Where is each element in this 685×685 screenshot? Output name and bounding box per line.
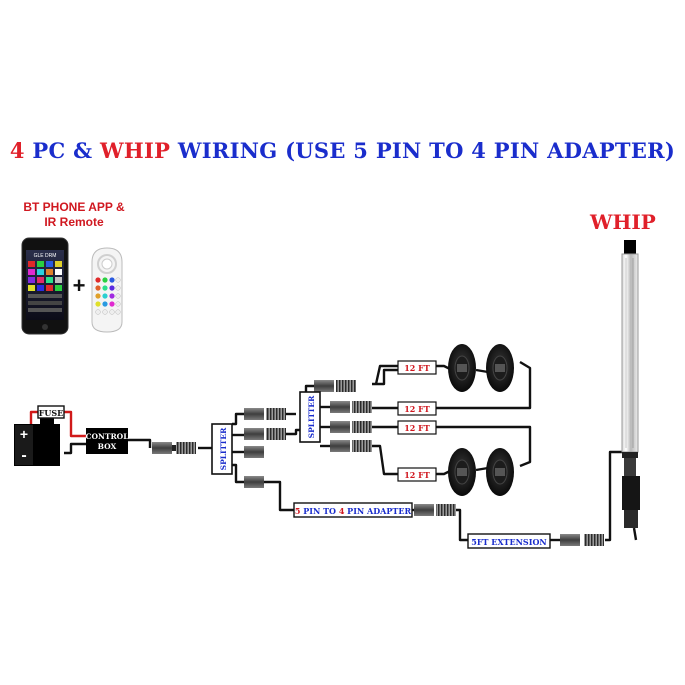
fuse: FUSE xyxy=(37,405,65,419)
rock-light-pod-icon xyxy=(448,344,476,392)
connector xyxy=(330,421,372,433)
fuse-label: FUSE xyxy=(39,408,64,418)
wires xyxy=(29,360,638,542)
control-box: CONTROL BOX xyxy=(86,428,130,454)
plus-sign: + xyxy=(73,273,86,298)
splitter-2-label: SPLITTER xyxy=(307,395,316,438)
controls-label-line2: IR Remote xyxy=(44,215,104,229)
connector xyxy=(244,428,286,440)
title-part-2: PC & xyxy=(32,138,100,163)
rock-light-pod-icon xyxy=(486,448,514,496)
adapter-num2: 4 xyxy=(339,506,345,516)
splitter-2: SPLITTER xyxy=(299,391,321,443)
connector xyxy=(244,476,264,488)
phone-icon: GLE DRM xyxy=(21,237,69,335)
whip-light xyxy=(621,240,640,528)
cable-12ft-label: 12 FT xyxy=(404,470,430,480)
adapter-label: 5 PIN TO 4 PIN ADAPTER xyxy=(295,506,412,516)
ir-remote-icon xyxy=(91,247,123,333)
battery-minus: - xyxy=(21,447,26,464)
connector xyxy=(414,504,456,516)
battery-plus: + xyxy=(20,426,28,442)
controls-label-line1: BT PHONE APP & xyxy=(23,200,125,214)
diagram-title: 4 PC & WHIP WIRING (USE 5 PIN TO 4 PIN A… xyxy=(0,138,685,163)
title-part-3: WHIP xyxy=(99,138,171,163)
cable-12ft-label: 12 FT xyxy=(404,363,430,373)
adapter-num1: 5 xyxy=(295,506,301,516)
connector xyxy=(244,408,286,420)
phone-app-header: GLE DRM xyxy=(34,253,57,259)
connector xyxy=(330,440,372,452)
controls-label: BT PHONE APP & IR Remote xyxy=(18,200,130,230)
cable-12ft: 12 FT xyxy=(397,467,437,482)
battery: + - xyxy=(14,418,60,466)
connectors xyxy=(152,380,604,546)
extension-5ft: 5FT EXTENSION xyxy=(467,533,551,549)
splitter-1: SPLITTER xyxy=(211,423,233,475)
connector xyxy=(330,401,372,413)
cable-12ft: 12 FT xyxy=(397,420,437,435)
splitter-1-label: SPLITTER xyxy=(219,427,228,470)
title-part-4: WIRING (USE 5 PIN TO 4 PIN ADAPTER) xyxy=(170,138,676,163)
rock-light-pod-icon xyxy=(486,344,514,392)
cable-12ft-label: 12 FT xyxy=(404,423,430,433)
title-part-1: 4 xyxy=(9,138,33,163)
cable-12ft: 12 FT xyxy=(397,360,437,375)
rock-light-pod-icon xyxy=(448,448,476,496)
connector xyxy=(314,380,356,392)
connector xyxy=(244,446,264,458)
cable-12ft: 12 FT xyxy=(397,401,437,416)
control-box-line2: BOX xyxy=(98,442,117,451)
adapter-rest: PIN ADAPTER xyxy=(344,506,411,516)
adapter-5pin-to-4pin: 5 PIN TO 4 PIN ADAPTER xyxy=(293,502,413,518)
adapter-mid: PIN TO xyxy=(300,506,338,516)
cable-12ft-label: 12 FT xyxy=(404,404,430,414)
control-box-line1: CONTROL xyxy=(86,432,130,441)
connector xyxy=(560,534,604,546)
connector xyxy=(152,442,196,454)
whip-label: WHIP xyxy=(590,210,656,234)
extension-label: 5FT EXTENSION xyxy=(471,537,546,547)
